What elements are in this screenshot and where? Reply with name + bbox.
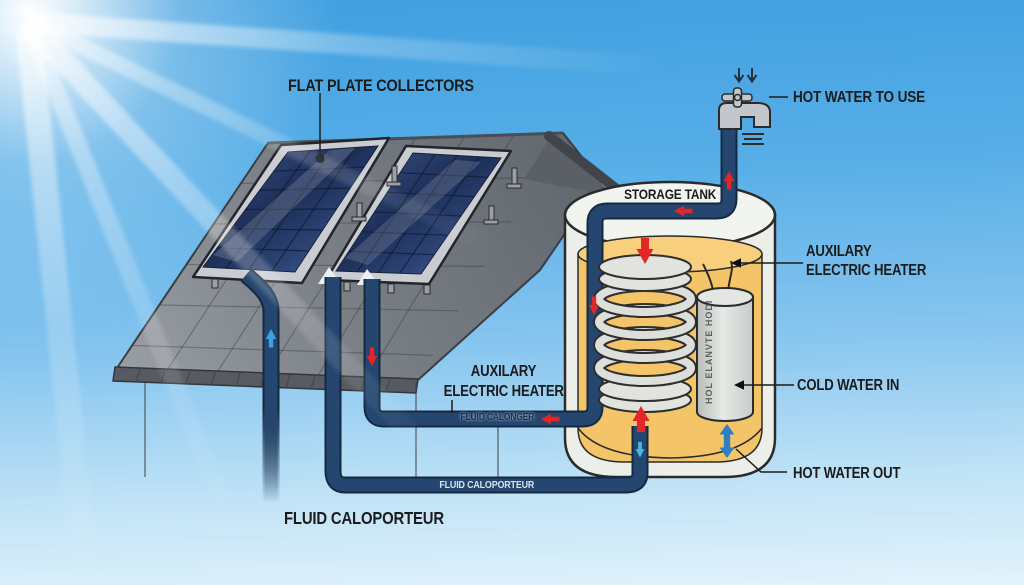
label-text: FLAT PLATE COLLECTORS — [288, 76, 474, 95]
label-hot-water-to-use: HOT WATER TO USE — [793, 89, 948, 107]
label-line: ELECTRIC HEATER — [806, 261, 927, 279]
label-text: COLD WATER IN — [797, 377, 900, 394]
pipe-label-lower: FLUID CALOPORTEUR — [417, 479, 557, 491]
heater-rod-text: HOL ELANVTE HODI — [704, 299, 714, 404]
label-line: ELECTRIC HEATER — [443, 382, 565, 400]
pipe-label-upper: FLUID CALONGER — [427, 412, 567, 423]
water-stream-lines — [742, 133, 764, 145]
label-flat-plate-collectors: FLAT PLATE COLLECTORS — [288, 76, 507, 96]
label-text: FLUID CALOPORTEUR — [439, 479, 535, 491]
label-text: HOT WATER TO USE — [793, 89, 926, 106]
gable-beam — [544, 131, 628, 199]
label-line: AUXILARY — [471, 363, 537, 380]
label-text: FLUID CALOPORTEUR — [284, 508, 444, 528]
gable-underside — [524, 140, 617, 197]
label-fluid-caloporteur: FLUID CALOPORTEUR — [284, 508, 472, 529]
label-text: STORAGE TANK — [623, 186, 717, 202]
label-cold-water-in: COLD WATER IN — [797, 377, 917, 395]
label-hot-water-out: HOT WATER OUT — [793, 465, 919, 483]
label-line: AUXILARY — [806, 243, 872, 260]
pipe-cold-loop — [324, 277, 649, 494]
faucet-icon — [718, 68, 771, 145]
label-text: HOT WATER OUT — [793, 465, 901, 482]
tank-inner-floor — [577, 427, 763, 459]
label-auxiliary-electric-heater-right: AUXILARY ELECTRIC HEATER — [806, 243, 947, 280]
label-storage-tank: STORAGE TANK — [592, 186, 748, 202]
drip-arrows-icon — [733, 68, 758, 84]
label-text: FLUID CALONGER — [460, 412, 534, 423]
heat-exchanger-coil — [593, 254, 697, 413]
label-auxiliary-electric-heater-mid: AUXILARY ELECTRIC HEATER — [414, 362, 594, 401]
